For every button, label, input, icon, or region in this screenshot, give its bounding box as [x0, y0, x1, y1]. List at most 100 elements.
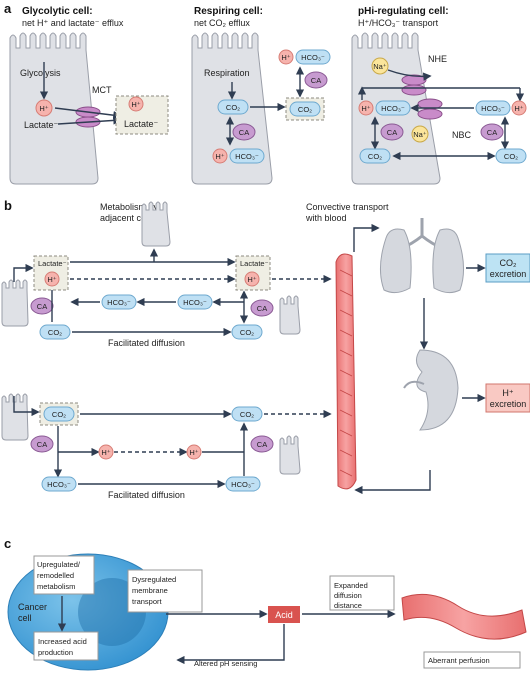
svg-text:excretion: excretion: [490, 269, 527, 279]
hco3-b2b: [225, 476, 261, 492]
respiring-title: Respiring cell:: [194, 6, 263, 17]
ca-in-regulating: [380, 123, 404, 141]
svg-text:H⁺: H⁺: [47, 275, 56, 284]
svg-text:CA: CA: [311, 76, 321, 85]
glycolysis-label: Glycolysis: [20, 68, 61, 78]
expanded-text-2: diffusion: [334, 591, 362, 600]
svg-text:CA: CA: [487, 128, 497, 137]
panel-c-label: c: [4, 536, 11, 551]
svg-text:CO₂: CO₂: [368, 152, 382, 161]
acid-box: [268, 606, 300, 623]
respiration-label: Respiration: [204, 68, 250, 78]
panel-a-label: a: [4, 1, 12, 16]
svg-text:CO₂: CO₂: [226, 103, 240, 112]
co2-out-regulating: [495, 148, 527, 164]
svg-text:HCO₃⁻: HCO₃⁻: [235, 152, 259, 161]
hco3-b1b: [177, 294, 213, 310]
convective-label-1: Convective transport: [306, 202, 389, 212]
svg-text:Na⁺: Na⁺: [373, 62, 387, 71]
svg-text:HCO₃⁻: HCO₃⁻: [47, 480, 71, 489]
svg-text:CO₂: CO₂: [240, 410, 254, 419]
cancer-cell-text-2: cell: [18, 613, 32, 623]
h-ion-respiring: [212, 148, 228, 164]
h-ion-out-glyco: [128, 96, 144, 112]
nbc-label: NBC: [452, 130, 472, 140]
h-b2a: [98, 444, 114, 460]
lactate-label-glyco: Lactate⁻: [24, 120, 59, 130]
h-ion-b-left: [44, 271, 60, 287]
svg-text:HCO₃⁻: HCO₃⁻: [481, 104, 505, 113]
glycolytic-title: Glycolytic cell:: [22, 6, 93, 17]
svg-text:CO₂: CO₂: [504, 152, 518, 161]
aberrant-box: [423, 651, 521, 669]
svg-text:Lactate⁻: Lactate⁻: [38, 259, 67, 268]
svg-text:HCO₃⁻: HCO₃⁻: [381, 104, 405, 113]
ca-b1-left: [30, 297, 54, 315]
altered-ph-sensing: Altered pH sensing: [194, 659, 257, 668]
glycolytic-subtitle: net H⁺ and lactate⁻ efflux: [22, 18, 124, 28]
upregulated-text-1: Upregulated/: [37, 560, 81, 569]
svg-text:CA: CA: [257, 304, 267, 313]
co2-b2b: [231, 406, 263, 422]
co2-excretion-box: [485, 253, 530, 283]
increased-acid-box: [33, 631, 99, 661]
svg-text:H⁺: H⁺: [514, 104, 523, 113]
svg-text:H⁺: H⁺: [247, 275, 256, 284]
hco3-out-regulating: [475, 100, 511, 116]
expanded-text-1: Expanded: [334, 581, 368, 590]
convective-label-2: with blood: [305, 213, 347, 223]
svg-text:HCO₃⁻: HCO₃⁻: [183, 298, 207, 307]
svg-text:H⁺: H⁺: [101, 448, 110, 457]
panel-b-label: b: [4, 198, 12, 213]
regulating-title: pHi-regulating cell:: [358, 6, 449, 17]
aberrant-vessel: [401, 593, 527, 640]
svg-text:HCO₃⁻: HCO₃⁻: [231, 480, 255, 489]
hco3-in-regulating: [375, 100, 411, 116]
source-cell-1: [1, 279, 29, 327]
glycolytic-cell: [9, 32, 99, 185]
target-cell-1: [279, 295, 301, 335]
cancer-cell-text-1: Cancer: [18, 602, 47, 612]
svg-text:CA: CA: [239, 128, 249, 137]
dysregulated-text-2: membrane: [132, 586, 168, 595]
upregulated-text-3: metabolism: [37, 582, 75, 591]
svg-text:CO₂: CO₂: [48, 328, 62, 337]
upregulated-text-2: remodelled: [37, 571, 74, 580]
source-cell-2: [1, 393, 29, 441]
h-excretion-box: [485, 383, 530, 413]
metabolism-label-1: Metabolism by: [100, 202, 159, 212]
co2-b1b: [231, 324, 263, 340]
increased-acid-text-1: Increased acid: [38, 637, 87, 646]
hco3-respiring: [229, 148, 265, 164]
lactate-out-label: Lactate⁻: [124, 119, 159, 129]
expanded-box: [329, 575, 395, 611]
facilitated-1: Facilitated diffusion: [108, 338, 185, 348]
svg-text:Acid: Acid: [275, 610, 293, 620]
svg-text:H⁺: H⁺: [281, 53, 290, 62]
svg-text:H⁺: H⁺: [502, 388, 513, 398]
co2-b1a: [39, 324, 71, 340]
aberrant-text: Aberrant perfusion: [428, 656, 490, 665]
co2-in-regulating: [359, 148, 391, 164]
blood-vessel: [335, 253, 357, 490]
svg-text:H⁺: H⁺: [39, 104, 48, 113]
ca-b1-right: [250, 299, 274, 317]
co2-in-respiring: [217, 99, 249, 115]
svg-text:H⁺: H⁺: [361, 104, 370, 113]
h-in-regulating: [358, 100, 374, 116]
h-ion-glyco: [35, 99, 53, 117]
adjacent-cell: [141, 201, 171, 247]
h-b2b: [186, 444, 202, 460]
h-ion-out-respiring: [278, 49, 294, 65]
increased-acid-text-2: production: [38, 648, 73, 657]
svg-text:H⁺: H⁺: [131, 100, 140, 109]
hco3-out-respiring: [295, 49, 331, 65]
svg-text:CO₂: CO₂: [52, 410, 66, 419]
respiring-subtitle: net CO₂ efflux: [194, 18, 250, 28]
svg-text:Na⁺: Na⁺: [413, 130, 427, 139]
h-ion-b-right: [244, 271, 260, 287]
ca-out-respiring: [304, 71, 328, 89]
svg-text:excretion: excretion: [490, 399, 527, 409]
na-ion-nhe: [371, 57, 389, 75]
h-out-regulating: [511, 100, 527, 116]
